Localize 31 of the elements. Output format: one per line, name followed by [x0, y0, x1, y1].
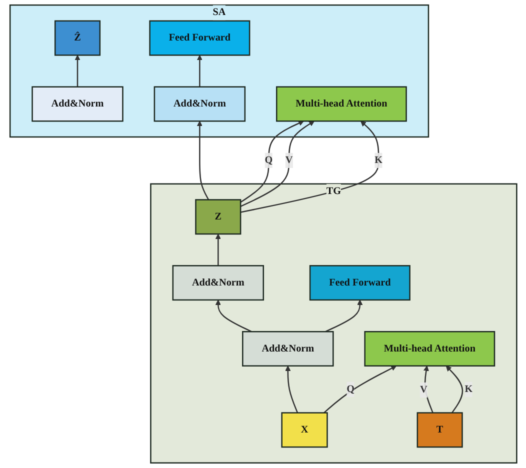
edge-label: V [420, 384, 427, 396]
node-box: Add&Norm [242, 331, 334, 367]
arrow [196, 120, 209, 200]
node-box: Ẑ [54, 20, 100, 56]
edge-label: Q [264, 154, 272, 166]
arrow [214, 234, 221, 266]
edge-label: K [374, 154, 382, 166]
node-box: Feed Forward [148, 20, 250, 56]
arrow [240, 120, 379, 213]
arrow [214, 300, 252, 332]
edge-label: V [284, 154, 292, 166]
arrow [445, 366, 463, 414]
arrow [324, 300, 362, 332]
node-box: Feed Forward [309, 265, 410, 301]
arrow [240, 120, 304, 203]
arrow [196, 54, 202, 87]
node-box: Add&Norm [31, 86, 123, 122]
node-box: Multi-head Attention [276, 86, 407, 122]
node-box: X [280, 412, 328, 448]
arrow [284, 366, 298, 414]
arrow [240, 120, 314, 208]
node-box: Multi-head Attention [364, 331, 495, 367]
edge-label: Q [346, 384, 354, 394]
arrow [423, 366, 434, 414]
node-box: Add&Norm [172, 265, 264, 301]
node-box: Add&Norm [153, 86, 246, 122]
node-box: T [416, 412, 462, 448]
node-box: Z [194, 199, 241, 235]
arrow [74, 54, 80, 87]
arrow [323, 366, 396, 414]
edge-label: K [464, 384, 472, 394]
